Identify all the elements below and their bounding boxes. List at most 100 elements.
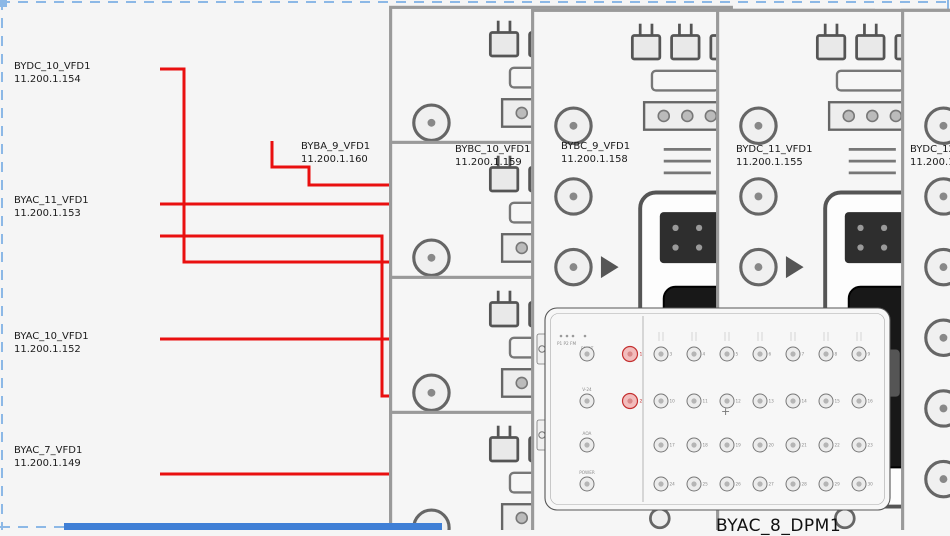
dpm-port-pin bbox=[856, 442, 862, 448]
dpm-port-pin bbox=[823, 398, 829, 404]
dpm-port-pin bbox=[584, 351, 590, 357]
device-name: BYDC_11_VFD1 bbox=[736, 144, 813, 155]
dpm-port-pin bbox=[691, 398, 697, 404]
dpm-port-pin bbox=[658, 481, 664, 487]
dpm-device-label: BYAC_8_DPM1 bbox=[716, 516, 842, 536]
dpm-port-number: 28 bbox=[802, 482, 808, 487]
dpm-port-pin bbox=[691, 481, 697, 487]
dpm-port-pin bbox=[757, 351, 763, 357]
dpm-port-number: 26 bbox=[736, 482, 742, 487]
dpm-outline bbox=[544, 307, 891, 511]
mount-screw-icon bbox=[538, 431, 546, 439]
dpm-port-pin bbox=[823, 351, 829, 357]
dpm-port-number: 4 bbox=[703, 352, 706, 357]
device-label-byac-10-vfd1: BYAC_10_VFD1 11.200.1.152 bbox=[14, 331, 89, 356]
dpm-highlighted-ports: 12 bbox=[621, 345, 643, 410]
dpm-port-number: 17 bbox=[670, 443, 676, 448]
dpm-port-pin bbox=[724, 442, 730, 448]
device-name: BYAC_11_VFD1 bbox=[14, 195, 89, 206]
dpm-port-number: 30 bbox=[868, 482, 874, 487]
dpm-port-pin bbox=[658, 398, 664, 404]
dpm-port-pin bbox=[658, 351, 664, 357]
dpm-header-ticks bbox=[658, 332, 862, 341]
bottom-page-edge-bar[interactable] bbox=[64, 523, 442, 530]
dpm-port-pin bbox=[757, 398, 763, 404]
dpm-left-port-label: POWER bbox=[579, 470, 595, 475]
dpm-port-number: 20 bbox=[769, 443, 775, 448]
dpm-port-pin bbox=[691, 442, 697, 448]
dpm-port-pin bbox=[790, 481, 796, 487]
dpm-port-number: 29 bbox=[835, 482, 841, 487]
device-name: BYBC_10_VFD1 bbox=[455, 144, 531, 155]
dpm-port-number: 25 bbox=[703, 482, 709, 487]
dpm-port-pin bbox=[823, 481, 829, 487]
dpm-port-pin bbox=[724, 351, 730, 357]
dpm-port-number: 16 bbox=[868, 399, 874, 404]
dpm-port-number: 24 bbox=[670, 482, 676, 487]
dpm-port-number: 11 bbox=[703, 399, 709, 404]
indicator-leds-icon bbox=[559, 334, 587, 338]
dpm-port-number: 12 bbox=[736, 399, 742, 404]
page-corner-marker bbox=[0, 0, 7, 7]
dpm-port-number: 8 bbox=[835, 352, 838, 357]
device-label-bydc-10-vfd1: BYDC_10_VFD1 11.200.1.154 bbox=[14, 61, 90, 86]
device-ip: 11.200.1.149 bbox=[14, 457, 81, 469]
dpm-port-pin bbox=[658, 442, 664, 448]
device-ip: 11.200.1.153 bbox=[14, 207, 81, 219]
dpm-port-pin bbox=[790, 351, 796, 357]
device-label-bybc-10-vfd1: BYBC_10_VFD1 11.200.1.159 bbox=[455, 144, 530, 169]
dpm-port-number: 13 bbox=[769, 399, 775, 404]
device-label-bybc-9-vfd1: BYBC_9_VFD1 11.200.1.158 bbox=[561, 141, 630, 166]
dpm-port-pin bbox=[584, 398, 590, 404]
dpm-inner-outline bbox=[550, 313, 885, 505]
dpm-port-pin bbox=[757, 442, 763, 448]
vfd-device-bybc-9[interactable] bbox=[903, 10, 950, 530]
device-label-byba-9-vfd1: BYBA_9_VFD1 11.200.1.160 bbox=[301, 141, 370, 166]
device-label-byac-11-vfd1: BYAC_11_VFD1 11.200.1.153 bbox=[14, 195, 89, 220]
dpm-port-pin bbox=[627, 351, 633, 357]
dpm-port-pin bbox=[757, 481, 763, 487]
dpm-port-number: 18 bbox=[703, 443, 709, 448]
dpm-port-number: 15 bbox=[835, 399, 841, 404]
dpm-port-pin bbox=[856, 351, 862, 357]
dpm-port-number: 10 bbox=[670, 399, 676, 404]
dpm-left-port-label: AOA bbox=[583, 431, 592, 436]
dpm-port-pin bbox=[856, 481, 862, 487]
device-label-bydc-12: BYDC_12 11.200.1 bbox=[910, 144, 950, 169]
dpm-port-number: 1 bbox=[640, 352, 643, 358]
dpm-port-pin bbox=[790, 442, 796, 448]
device-name: BYAC_7_VFD1 bbox=[14, 445, 83, 456]
dpm-port-pin bbox=[584, 442, 590, 448]
dpm-port-number: 22 bbox=[835, 443, 841, 448]
device-ip: 11.200.1.159 bbox=[455, 156, 522, 168]
dpm-port-number: 14 bbox=[802, 399, 808, 404]
device-ip: 11.200.1 bbox=[910, 156, 950, 168]
mount-screw-icon bbox=[538, 345, 546, 353]
dpm-port-number: 19 bbox=[736, 443, 742, 448]
dpm-port-number: 5 bbox=[736, 352, 739, 357]
device-ip: 11.200.1.160 bbox=[301, 153, 368, 165]
dpm-port-number: 7 bbox=[802, 352, 805, 357]
dpm-port-pin bbox=[627, 398, 633, 404]
dpm-port-pin bbox=[584, 481, 590, 487]
device-ip: 11.200.1.155 bbox=[736, 156, 803, 168]
dpm-port-number: 3 bbox=[670, 352, 673, 357]
dpm-port-number: 9 bbox=[868, 352, 871, 357]
dpm-port-pin bbox=[823, 442, 829, 448]
dpm-port-pin bbox=[724, 398, 730, 404]
device-label-byac-7-vfd1: BYAC_7_VFD1 11.200.1.149 bbox=[14, 445, 82, 470]
device-label-bydc-11-vfd1: BYDC_11_VFD1 11.200.1.155 bbox=[736, 144, 812, 169]
dpm-port-pin bbox=[691, 351, 697, 357]
device-name: BYDC_12 bbox=[910, 144, 950, 155]
device-name: BYBA_9_VFD1 bbox=[301, 141, 371, 152]
device-ip: 11.200.1.154 bbox=[14, 73, 81, 85]
dpm-port-number: 23 bbox=[868, 443, 874, 448]
device-name: BYDC_10_VFD1 bbox=[14, 61, 91, 72]
dpm-port-number: 27 bbox=[769, 482, 775, 487]
device-name: BYBC_9_VFD1 bbox=[561, 141, 631, 152]
dpm-port-number: 2 bbox=[640, 399, 643, 405]
